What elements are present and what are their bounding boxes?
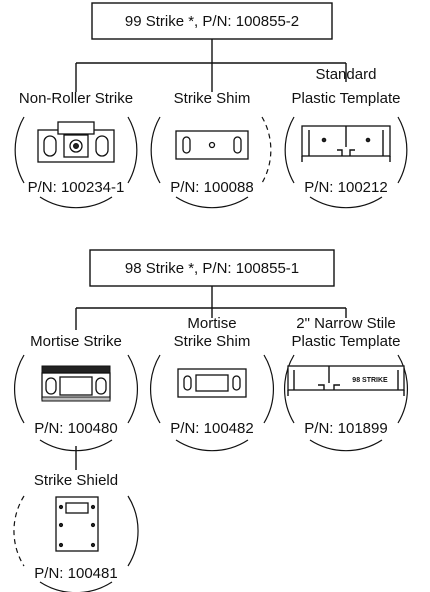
plastic-template-icon: [301, 125, 391, 162]
circle-arc-left: [13, 495, 25, 567]
part-name-line2: Plastic Template: [292, 333, 401, 350]
circle-arc-bottom: [175, 196, 249, 209]
part-number: P/N: 100482: [170, 420, 253, 437]
circle-arc-bottom: [309, 439, 383, 452]
part-number: P/N: 101899: [304, 420, 387, 437]
narrow-stile-template-icon: 98 STRIKE: [287, 365, 405, 396]
circle-arc-bottom: [39, 196, 113, 209]
circle-arc-right: [263, 354, 274, 424]
circle-arc-right: [127, 495, 139, 567]
circle-arc-left: [284, 116, 295, 184]
part-name-line1: Mortise: [187, 315, 236, 332]
kit-98-part-mortise-strike: Mortise Strike P/N: 100480: [14, 333, 138, 470]
strike-shield-icon: [55, 496, 99, 552]
part-name: Mortise Strike: [30, 333, 122, 350]
mortise-strike-icon: [41, 365, 111, 402]
kit-99-group: 99 Strike *, P/N: 100855-2 Non-Roller St…: [14, 2, 408, 209]
kit-99-title: 99 Strike *, P/N: 100855-2: [125, 13, 299, 30]
kit-99-part-standard-plastic-template: Standard Plastic Template P/N: 100212: [284, 66, 408, 209]
circle-arc-left: [14, 116, 25, 184]
part-number: P/N: 100212: [304, 179, 387, 196]
circle-arc-bottom: [39, 581, 113, 592]
circle-arc-right: [397, 354, 408, 424]
kit-99-part-non-roller-strike: Non-Roller Strike P/N: 100234-1: [14, 90, 138, 209]
kit-98-part-mortise-strike-shim: Mortise Strike Shim P/N: 100482: [150, 315, 274, 452]
circle-arc-right: [127, 354, 138, 424]
kit-98-part-narrow-stile-template: 2" Narrow Stile Plastic Template 98 STRI…: [284, 315, 408, 452]
part-number: P/N: 100480: [34, 420, 117, 437]
circle-arc-left: [14, 354, 25, 424]
circle-arc-right: [127, 116, 138, 184]
part-number: P/N: 100481: [34, 565, 117, 582]
kit-98-group: 98 Strike *, P/N: 100855-1 Mortise Strik…: [13, 249, 408, 592]
part-name: Strike Shim: [174, 90, 251, 107]
circle-arc-bottom: [175, 439, 249, 452]
kit-99-part-strike-shim: Strike Shim P/N: 100088: [150, 90, 272, 209]
circle-arc-bottom: [309, 196, 383, 209]
part-name-line1: Standard: [316, 66, 377, 83]
circle-arc-left: [150, 116, 161, 184]
part-name: Strike Shield: [34, 472, 118, 489]
kit-98-part-strike-shield: Strike Shield P/N: 100481: [13, 472, 139, 592]
circle-arc-right: [397, 116, 408, 184]
kit-98-title: 98 Strike *, P/N: 100855-1: [125, 260, 299, 277]
part-name-line2: Strike Shim: [174, 333, 251, 350]
part-number: P/N: 100234-1: [28, 179, 125, 196]
template-stamp: 98 STRIKE: [352, 377, 388, 384]
strike-shim-icon: [175, 130, 249, 160]
circle-arc-right: [261, 116, 272, 184]
non-roller-strike-icon: [37, 121, 115, 163]
part-name-line2: Plastic Template: [292, 90, 401, 107]
part-name-line1: 2" Narrow Stile: [296, 315, 396, 332]
mortise-strike-shim-icon: [177, 368, 247, 398]
part-number: P/N: 100088: [170, 179, 253, 196]
circle-arc-left: [284, 354, 295, 424]
part-name: Non-Roller Strike: [19, 90, 133, 107]
circle-arc-left: [150, 354, 161, 424]
